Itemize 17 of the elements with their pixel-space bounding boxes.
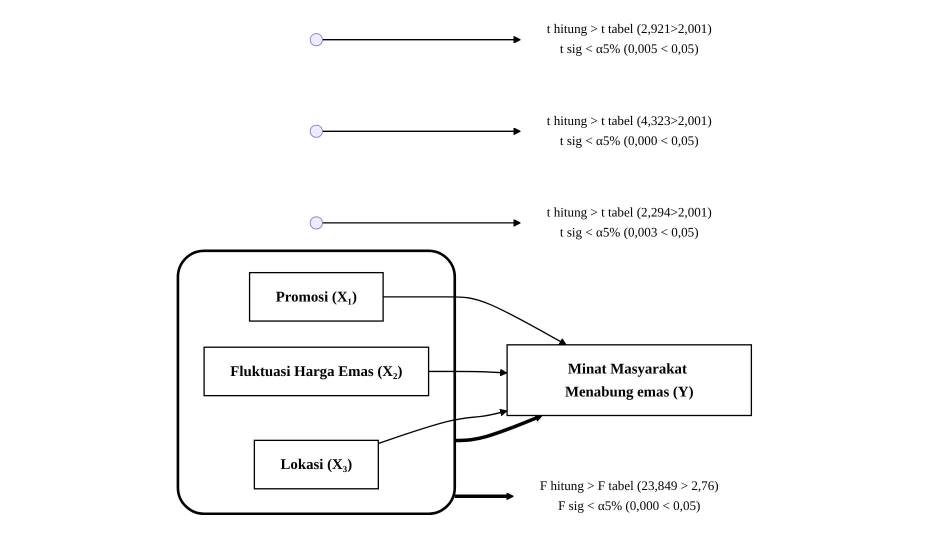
arrow	[322, 219, 521, 227]
node-box	[254, 440, 379, 490]
node-text: t hitung > t tabel (2,921>2,001) t sig < α5% (0,005 < 0,05)	[546, 22, 712, 56]
node-text: t hitung > t tabel (4,323>2,001) t sig < α5% (0,000 < 0,05)	[546, 114, 712, 148]
arrow	[322, 36, 521, 44]
node-box	[506, 344, 752, 416]
node-box	[248, 272, 384, 322]
node-text: t hitung > t tabel (2,294>2,001) t sig < α5% (0,003 < 0,05)	[546, 206, 712, 240]
arrow	[322, 127, 521, 136]
arrow	[454, 414, 543, 442]
cluster	[176, 250, 456, 516]
node-box	[203, 346, 430, 396]
arrow	[378, 408, 508, 444]
arrow	[382, 296, 567, 346]
arrow	[428, 368, 508, 376]
node-text: F hitung > F tabel (23,849 > 2,76) F sig < α5% (0,000 < 0,05)	[540, 479, 718, 513]
arrow	[454, 492, 514, 500]
